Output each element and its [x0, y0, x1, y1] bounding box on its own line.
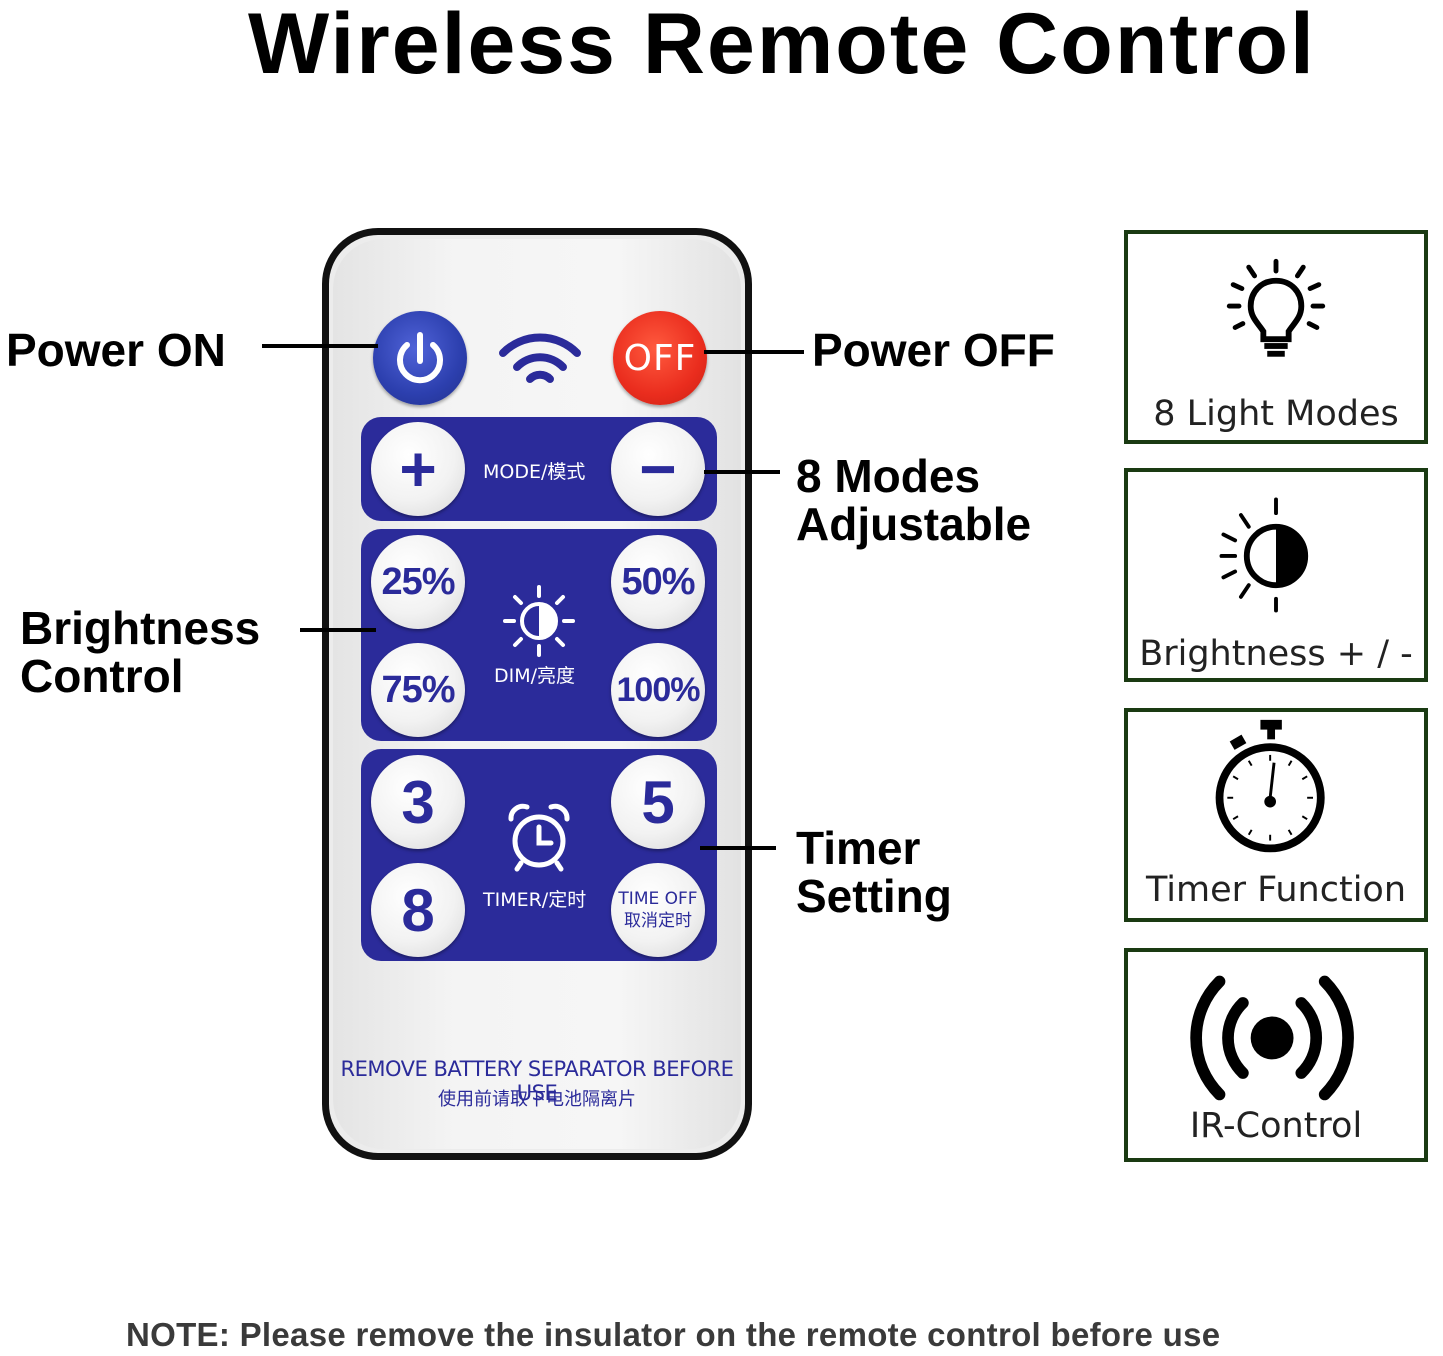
power-off-label: Power OFF — [812, 324, 1055, 376]
timer-label-line1: Timer — [796, 822, 921, 874]
power-on-leader — [262, 344, 378, 348]
insulator-note: NOTE: Please remove the insulator on the… — [126, 1316, 1221, 1353]
brightness-50-button[interactable]: 50% — [611, 535, 705, 629]
brightness-label-line1: Brightness — [20, 602, 261, 654]
feature-ir-control: IR-Control — [1124, 948, 1428, 1162]
brightness-label-line2: Control — [20, 650, 184, 702]
modes-label-line1: 8 Modes — [796, 450, 981, 502]
modes-leader — [704, 470, 780, 474]
alarm-clock-icon — [508, 803, 570, 872]
mode-minus-button[interactable]: − — [611, 422, 705, 516]
power-on-button[interactable] — [373, 311, 467, 405]
mode-label: MODE/模式 — [483, 461, 586, 483]
brightness-panel: 25% 50% 75% 100% DIM/亮度 — [361, 529, 717, 741]
remote-body: OFF + MODE/模式 − 25% 50% 75% 100% — [333, 239, 741, 1149]
brightness-leader — [300, 628, 376, 632]
page-title: Wireless Remote Control — [248, 0, 1316, 92]
feature-timer: Timer Function — [1124, 708, 1428, 922]
lightbulb-icon — [1226, 258, 1326, 357]
dim-sun-icon — [503, 585, 575, 657]
timer-panel: 3 5 8 TIME OFF 取消定时 TIMER/定时 — [361, 749, 717, 961]
timer-label-line2: Setting — [796, 870, 952, 922]
power-off-button[interactable]: OFF — [613, 311, 707, 405]
time-off-label: TIME OFF — [618, 889, 698, 909]
feature-label: Timer Function — [1145, 870, 1407, 910]
feature-label: IR-Control — [1189, 1106, 1363, 1146]
power-on-label: Power ON — [6, 324, 226, 376]
mode-panel: + MODE/模式 − — [361, 417, 717, 521]
timer-8-button[interactable]: 8 — [371, 863, 465, 957]
timer-3-button[interactable]: 3 — [371, 755, 465, 849]
battery-notice: REMOVE BATTERY SEPARATOR BEFORE USE — [340, 1057, 734, 1105]
wifi-icon — [499, 333, 581, 383]
battery-notice-cn: 使用前请取下电池隔离片 — [438, 1089, 636, 1110]
brightness-75-button[interactable]: 75% — [371, 643, 465, 737]
feature-brightness: Brightness + / - — [1124, 468, 1428, 682]
power-off-leader — [704, 350, 804, 354]
ir-signal-icon — [1190, 975, 1354, 1101]
time-off-label-cn: 取消定时 — [624, 911, 692, 931]
stopwatch-icon — [1215, 719, 1325, 853]
feature-light-modes: 8 Light Modes — [1124, 230, 1428, 444]
dim-label: DIM/亮度 — [494, 665, 576, 687]
feature-label: Brightness + / - — [1139, 634, 1413, 674]
time-off-button[interactable]: TIME OFF 取消定时 — [611, 863, 705, 957]
brightness-25-button[interactable]: 25% — [371, 535, 465, 629]
timer-leader — [700, 846, 776, 850]
brightness-100-button[interactable]: 100% — [611, 643, 705, 737]
timer-5-button[interactable]: 5 — [611, 755, 705, 849]
feature-label: 8 Light Modes — [1153, 394, 1399, 434]
mode-plus-button[interactable]: + — [371, 422, 465, 516]
brightness-icon — [1219, 497, 1309, 613]
power-icon — [397, 332, 443, 384]
remote-control: OFF + MODE/模式 − 25% 50% 75% 100% — [322, 228, 752, 1160]
modes-label-line2: Adjustable — [796, 498, 1032, 550]
timer-label: TIMER/定时 — [483, 889, 587, 911]
